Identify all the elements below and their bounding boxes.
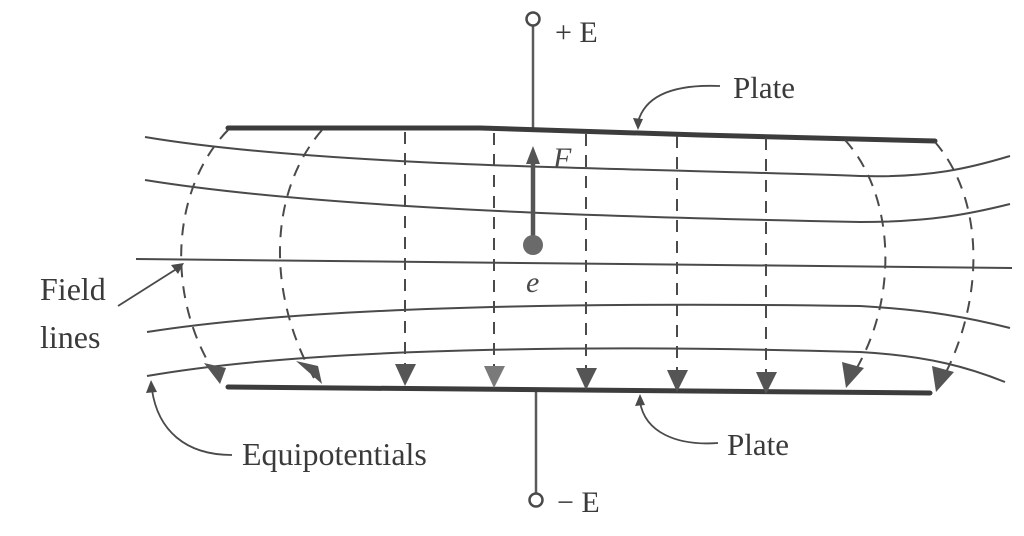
force-vector-arrowhead: [526, 146, 540, 164]
arrowhead-8: [842, 362, 864, 388]
top-plate-label: Plate: [733, 70, 795, 105]
field-lines-label-line2: lines: [40, 319, 100, 355]
arrowhead-6: [667, 370, 688, 392]
bottom-plate-label: Plate: [727, 427, 789, 462]
field-lines-leader-arrowhead: [171, 263, 184, 274]
equipotential-arrowheads: [204, 361, 954, 394]
negative-terminal-label: − E: [557, 486, 600, 519]
equipotentials-leader-arrowhead: [146, 380, 157, 393]
positive-terminal-label: + E: [555, 16, 598, 49]
electron: [523, 235, 543, 255]
field-line-2: [144, 179, 1011, 224]
field-line-4: [146, 303, 1011, 333]
top-plate: [225, 125, 938, 144]
field-line-5: [146, 347, 1006, 383]
negative-terminal: [528, 392, 544, 508]
force-label: F: [552, 142, 572, 175]
bottom-plate: [225, 384, 933, 396]
arrowhead-2: [296, 361, 322, 384]
positive-terminal: [525, 11, 541, 130]
top-plate-leader: [637, 84, 721, 123]
arrowhead-1: [204, 363, 226, 384]
arrowhead-7: [756, 372, 777, 394]
field-line-1: [144, 136, 1011, 178]
equipotential-8: [844, 139, 887, 377]
bottom-plate-leader: [639, 401, 719, 445]
field-lines: [135, 136, 1013, 383]
equipotential-9: [934, 141, 975, 381]
equipotentials-leader: [151, 389, 233, 456]
bottom-plate-leader-arrowhead: [635, 394, 645, 406]
equipotential-1: [180, 129, 229, 379]
field-lines-label-line1: Field: [40, 271, 106, 307]
field-line-3: [135, 258, 1013, 269]
arrowhead-3: [395, 364, 416, 386]
top-plate-leader-arrowhead: [633, 118, 643, 130]
field-lines-leader: [117, 267, 179, 307]
equipotentials-label: Equipotentials: [242, 436, 427, 472]
equipotential-2: [278, 129, 323, 379]
arrowhead-9: [932, 366, 954, 392]
arrowhead-5: [576, 368, 597, 390]
arrowhead-4: [484, 366, 505, 388]
electron-label: e: [526, 266, 539, 299]
equipotential-lines: [180, 129, 975, 381]
